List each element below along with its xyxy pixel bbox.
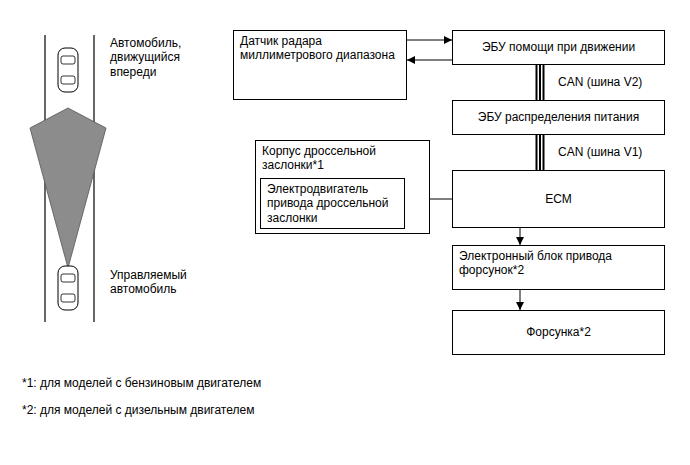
arrow-line	[520, 228, 521, 245]
bus-wire	[539, 135, 541, 170]
bus-wire	[536, 135, 538, 170]
vehicle-label: Управляемый автомобиль	[110, 268, 202, 297]
bus-wire	[543, 135, 545, 170]
node-text: ЭБУ распределения питания	[478, 110, 639, 124]
bus-label: CAN (шина V1)	[556, 145, 644, 159]
can-bus	[537, 65, 544, 100]
car-own	[58, 266, 78, 310]
motor-box: Электродвигатель привода дроссельной зас…	[260, 178, 405, 229]
vehicle-label: Автомобиль, движущийся впереди	[110, 36, 202, 79]
ecu-box: ЭБУ помощи при движении	[452, 30, 665, 65]
can-bus	[537, 135, 544, 170]
injector-box: Форсунка*2	[452, 310, 665, 355]
bus-wire	[539, 65, 541, 100]
driver-box: Электронный блок привода форсунок*2	[452, 245, 665, 290]
arrow-line	[520, 290, 521, 310]
bus-label: CAN (шина V2)	[556, 75, 644, 89]
ecm-box: ECM	[452, 170, 665, 228]
housing-box: Корпус дроссельной заслонки*1Электродвиг…	[255, 140, 430, 234]
signal-arrow	[407, 40, 452, 41]
sensor-box: Датчик радара миллиметрового диапазона	[233, 30, 407, 100]
lane-line	[93, 35, 94, 322]
arrow-line	[407, 60, 452, 61]
bus-wire	[536, 65, 538, 100]
car-front	[58, 48, 78, 92]
signal-arrow	[520, 290, 521, 310]
arrow-line	[407, 40, 452, 41]
node-text: Электронный блок привода форсунок*2	[459, 249, 658, 278]
footnote: *2: для моделей с дизельным двигателем	[22, 403, 522, 417]
node-text: ECM	[545, 192, 572, 206]
node-text: Форсунка*2	[526, 325, 591, 339]
bus-wire	[543, 65, 545, 100]
node-text: Электродвигатель привода дроссельной зас…	[267, 182, 398, 225]
signal-arrow	[407, 60, 452, 61]
node-text: Датчик радара миллиметрового диапазона	[240, 34, 400, 63]
radar-beam	[30, 108, 106, 268]
signal-arrow	[520, 228, 521, 245]
node-text: ЭБУ помощи при движении	[482, 40, 635, 54]
ecu-box: ЭБУ распределения питания	[452, 100, 665, 135]
node-text: Корпус дроссельной заслонки*1	[262, 144, 423, 173]
footnote: *1: для моделей с бензиновым двигателем	[22, 376, 522, 390]
